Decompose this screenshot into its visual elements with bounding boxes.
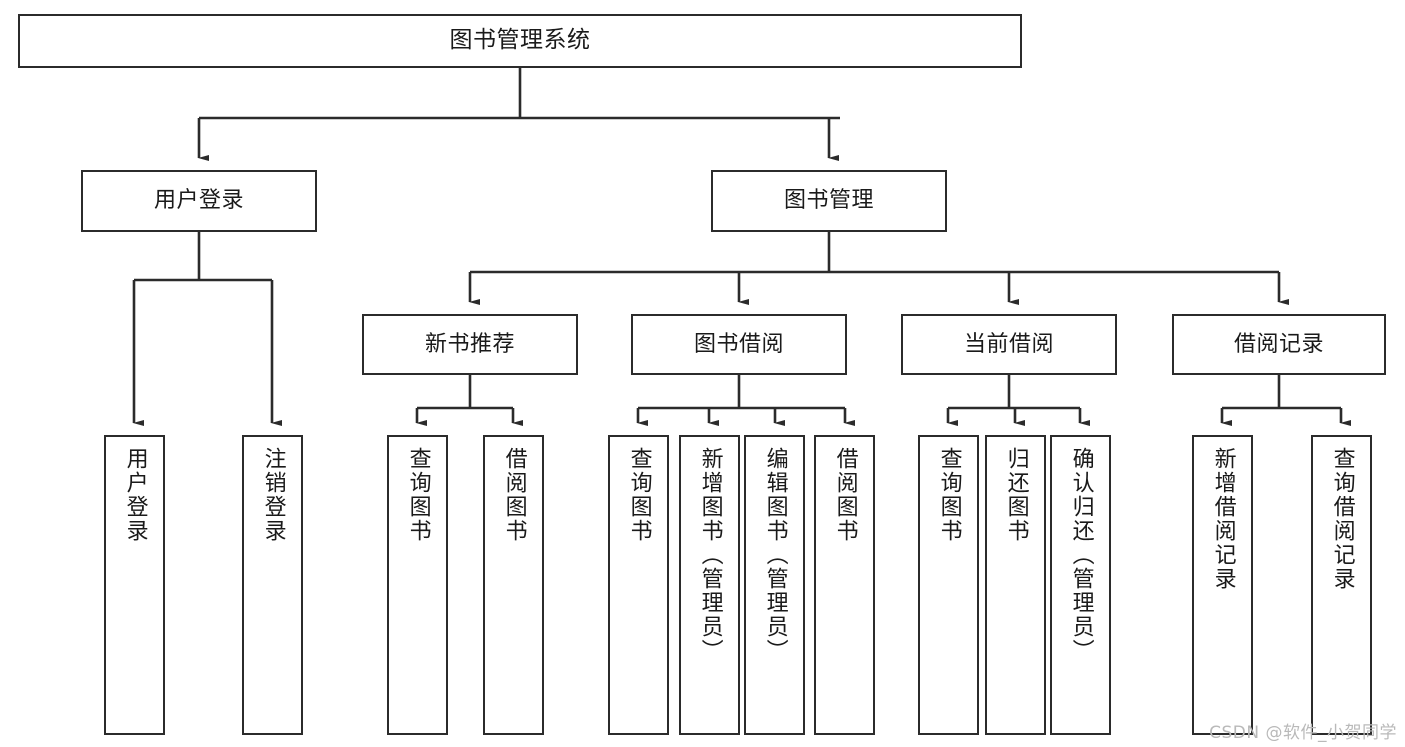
- node-book-borrowing[interactable]: 图书借阅: [631, 314, 847, 375]
- node-label: 新增图书（管理员）: [697, 447, 723, 663]
- node-label: 图书管理系统: [449, 27, 591, 54]
- node-label: 借阅图书: [832, 447, 858, 543]
- node-label: 借阅记录: [1233, 331, 1324, 357]
- node-label: 当前借阅: [963, 331, 1054, 357]
- leaf-logout[interactable]: 注销登录: [242, 435, 303, 735]
- leaf-borrow-book-borrowing[interactable]: 借阅图书: [814, 435, 875, 735]
- node-label: 用户登录: [153, 188, 244, 214]
- csdn-watermark: CSDN @软件_小贺同学: [1209, 723, 1397, 743]
- node-label: 借阅图书: [501, 447, 527, 543]
- leaf-query-borrow-record[interactable]: 查询借阅记录: [1311, 435, 1372, 735]
- leaf-add-book-admin[interactable]: 新增图书（管理员）: [679, 435, 740, 735]
- node-label: 图书借阅: [693, 331, 784, 357]
- node-borrow-records[interactable]: 借阅记录: [1172, 314, 1386, 375]
- leaf-query-book-current[interactable]: 查询图书: [918, 435, 979, 735]
- node-label: 新增借阅记录: [1210, 447, 1236, 591]
- node-label: 用户登录: [122, 447, 148, 543]
- node-book-management[interactable]: 图书管理: [711, 170, 947, 232]
- node-label: 查询借阅记录: [1329, 447, 1355, 591]
- node-user-login[interactable]: 用户登录: [81, 170, 317, 232]
- node-new-book-recommendation[interactable]: 新书推荐: [362, 314, 578, 375]
- leaf-edit-book-admin[interactable]: 编辑图书（管理员）: [744, 435, 805, 735]
- node-label: 注销登录: [260, 447, 286, 543]
- leaf-query-book-borrowing[interactable]: 查询图书: [608, 435, 669, 735]
- node-label: 归还图书: [1003, 447, 1029, 543]
- node-label: 查询图书: [626, 447, 652, 543]
- leaf-borrow-book-recommendation[interactable]: 借阅图书: [483, 435, 544, 735]
- node-label: 确认归还（管理员）: [1068, 447, 1094, 663]
- node-label: 图书管理: [783, 188, 874, 214]
- leaf-return-book[interactable]: 归还图书: [985, 435, 1046, 735]
- node-root-book-management-system[interactable]: 图书管理系统: [18, 14, 1022, 68]
- node-label: 查询图书: [405, 447, 431, 543]
- leaf-query-book-recommendation[interactable]: 查询图书: [387, 435, 448, 735]
- node-label: 编辑图书（管理员）: [762, 447, 788, 663]
- leaf-confirm-return-admin[interactable]: 确认归还（管理员）: [1050, 435, 1111, 735]
- node-current-borrowing[interactable]: 当前借阅: [901, 314, 1117, 375]
- node-label: 新书推荐: [424, 331, 515, 357]
- leaf-user-login[interactable]: 用户登录: [104, 435, 165, 735]
- leaf-add-borrow-record[interactable]: 新增借阅记录: [1192, 435, 1253, 735]
- node-label: 查询图书: [936, 447, 962, 543]
